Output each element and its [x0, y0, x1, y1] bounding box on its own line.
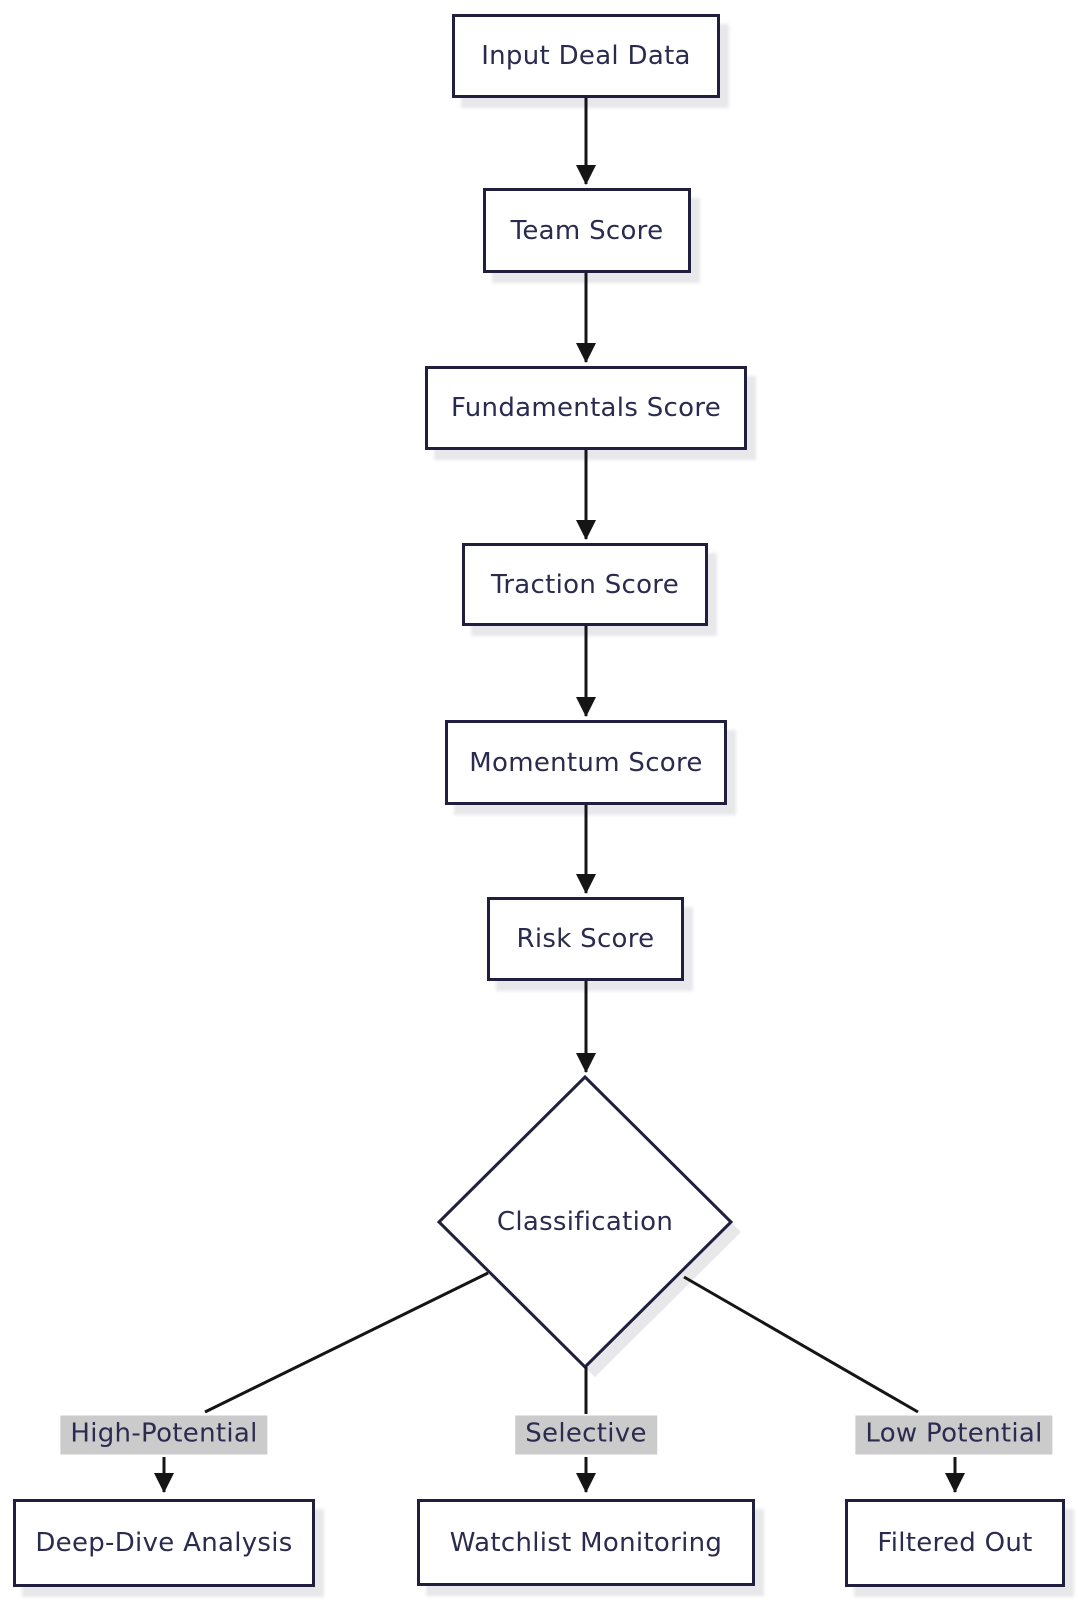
node-label: Team Score — [510, 215, 664, 246]
node-watchlist-monitoring: Watchlist Monitoring — [417, 1499, 755, 1586]
node-label: Deep-Dive Analysis — [35, 1528, 293, 1558]
node-label: Input Deal Data — [481, 41, 691, 71]
node-label: Fundamentals Score — [450, 393, 722, 423]
node-input-deal-data: Input Deal Data — [452, 14, 720, 98]
branch-label-text: Low Potential — [865, 1418, 1043, 1449]
node-label: Classification — [496, 1207, 674, 1237]
decision-classification: Classification — [455, 1200, 715, 1244]
node-label: Risk Score — [516, 924, 655, 954]
node-label: Momentum Score — [469, 747, 703, 778]
branch-label-low-potential: Low Potential — [855, 1415, 1053, 1455]
node-label: Watchlist Monitoring — [449, 1527, 723, 1558]
branch-label-text: Selective — [525, 1418, 647, 1449]
node-traction-score: Traction Score — [462, 543, 708, 626]
node-label: Filtered Out — [877, 1528, 1033, 1558]
edge-classification-to-low-potential — [683, 1275, 919, 1414]
node-fundamentals-score: Fundamentals Score — [425, 366, 747, 450]
node-risk-score: Risk Score — [487, 897, 684, 981]
node-label: Traction Score — [490, 569, 680, 600]
node-team-score: Team Score — [483, 188, 691, 273]
branch-label-high-potential: High-Potential — [60, 1415, 268, 1455]
node-momentum-score: Momentum Score — [445, 720, 727, 805]
edge-classification-to-high-potential — [204, 1271, 489, 1414]
node-deep-dive-analysis: Deep-Dive Analysis — [13, 1499, 315, 1587]
branch-label-selective: Selective — [515, 1415, 657, 1455]
node-filtered-out: Filtered Out — [845, 1499, 1065, 1587]
branch-label-text: High-Potential — [70, 1418, 258, 1449]
